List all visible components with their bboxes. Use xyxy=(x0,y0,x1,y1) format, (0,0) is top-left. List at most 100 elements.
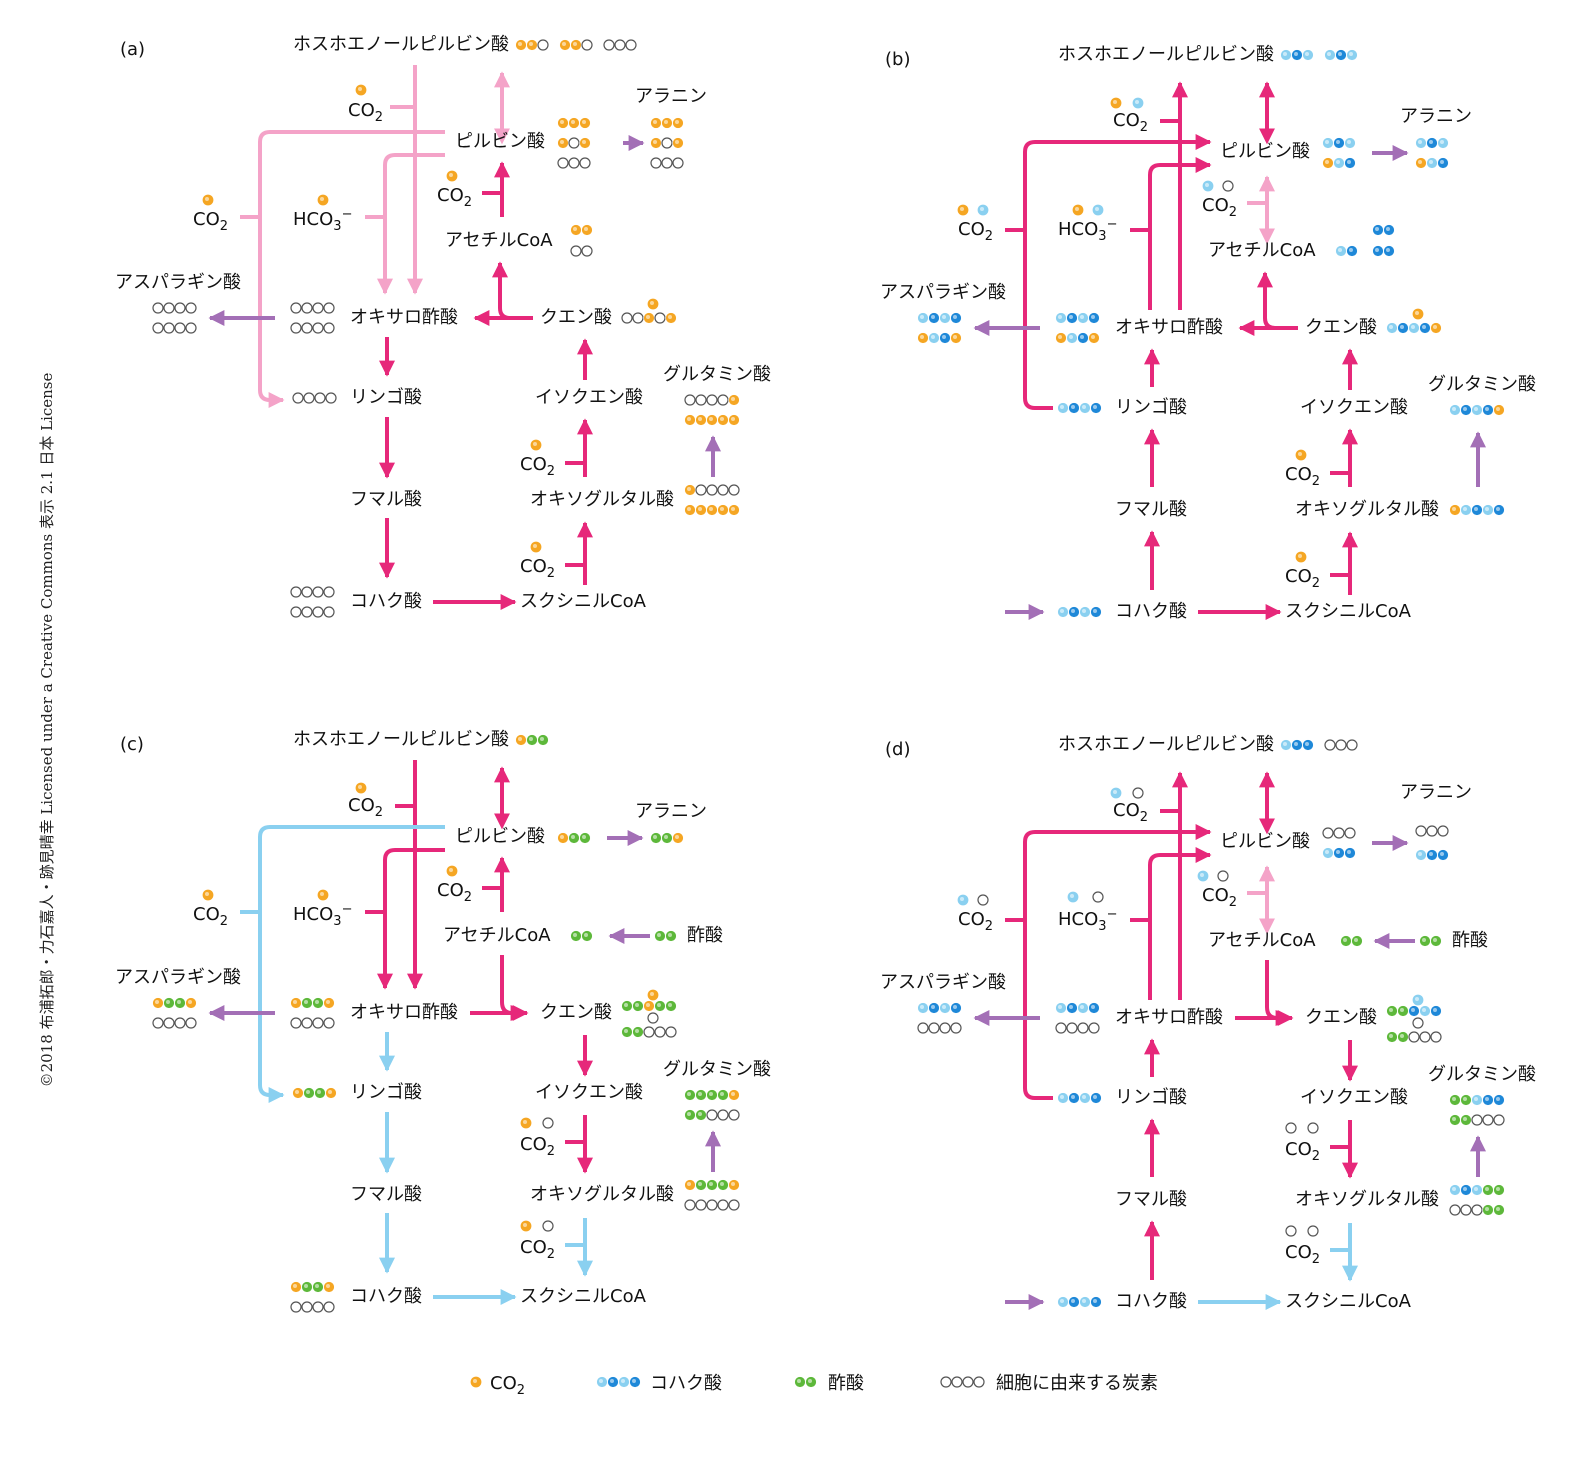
oaa-pyr-arrow xyxy=(1148,847,1212,1000)
carbon-circle xyxy=(185,322,197,334)
carbon-circles xyxy=(1372,224,1395,236)
node-asp: アスパラギン酸 xyxy=(115,272,241,293)
carbon-circle xyxy=(323,1301,335,1313)
node-akg: オキソグルタル酸 xyxy=(1295,1189,1439,1210)
carbon-circles xyxy=(557,832,591,844)
carbon-circle xyxy=(940,1376,952,1388)
carbon-circle xyxy=(303,392,315,404)
co2-label: CO2 xyxy=(1113,110,1148,135)
co2-label-text: CO2 xyxy=(520,1134,555,1159)
legend-acetate-icon xyxy=(794,1376,817,1388)
carbon-circles xyxy=(1372,245,1395,257)
carbon-circles xyxy=(290,606,335,618)
co2-label: CO2 xyxy=(520,556,555,581)
panel-label: (c) xyxy=(120,734,144,755)
co2-label: CO2 xyxy=(1285,1139,1320,1164)
co2-label: CO2 xyxy=(437,880,472,905)
carbon-circles xyxy=(1055,1022,1100,1034)
carbon-circle xyxy=(661,157,673,169)
carbon-circle xyxy=(1055,1022,1067,1034)
carbon-circle xyxy=(717,1109,729,1121)
node-icit: イソクエン酸 xyxy=(535,1082,643,1103)
carbon-circles xyxy=(152,302,197,314)
carbon-circles xyxy=(290,1281,335,1293)
node-scoa: スクシニルCoA xyxy=(1285,601,1412,622)
co2-label: CO2 xyxy=(520,1134,555,1159)
co2-label: CO2 xyxy=(1285,1242,1320,1267)
legend-succinate-icon xyxy=(596,1376,641,1388)
node-glu: グルタミン酸 xyxy=(663,364,771,385)
legend-succinate-label: コハク酸 xyxy=(650,1373,722,1394)
carbon-circle xyxy=(557,157,569,169)
co2-label-text: CO2 xyxy=(520,556,555,581)
carbon-circles xyxy=(684,414,740,426)
carbon-circle xyxy=(152,302,164,314)
carbon-circle xyxy=(292,392,304,404)
acoa-cit-arrow xyxy=(1265,960,1294,1026)
carbon-circles xyxy=(1055,1002,1100,1014)
carbon-circle xyxy=(1482,1114,1494,1126)
carbon-circles xyxy=(1386,1005,1442,1017)
carbon-circle xyxy=(568,137,580,149)
carbon-circle xyxy=(568,157,580,169)
panel-label: (a) xyxy=(120,39,145,60)
carbon-circle xyxy=(185,1017,197,1029)
carbon-circles xyxy=(1340,935,1363,947)
carbon-circle xyxy=(290,1301,302,1313)
co2-label: CO2 xyxy=(437,185,472,210)
carbon-circles xyxy=(1057,1296,1102,1308)
carbon-circle xyxy=(163,1017,175,1029)
cit-acoa-arrow xyxy=(492,261,533,320)
carbon-circle xyxy=(301,1017,313,1029)
pyr-mal-arrow xyxy=(258,130,445,408)
carbon-circles xyxy=(917,1002,962,1014)
carbon-circles xyxy=(650,137,684,149)
node-fum: フマル酸 xyxy=(350,1184,422,1205)
carbon-circles xyxy=(1280,49,1358,61)
pyr-oaa-arrow xyxy=(377,153,445,295)
node-fum: フマル酸 xyxy=(1115,1189,1187,1210)
legend-cellular-carbon-label: 細胞に由来する炭素 xyxy=(996,1373,1158,1394)
carbon-circles xyxy=(1415,157,1449,169)
co2-label: CO2 xyxy=(958,909,993,934)
carbon-circle xyxy=(1471,1114,1483,1126)
carbon-circle xyxy=(1285,1122,1297,1134)
carbon-circles xyxy=(290,1017,335,1029)
mal-pyr-arrow xyxy=(1023,824,1212,1100)
carbon-circles xyxy=(290,1301,335,1313)
carbon-circle xyxy=(301,322,313,334)
co2-label-text: CO2 xyxy=(520,1237,555,1262)
carbon-circle xyxy=(654,1026,666,1038)
carbon-circle xyxy=(1066,1022,1078,1034)
carbon-circle xyxy=(1471,1204,1483,1216)
node-oaa: オキサロ酢酸 xyxy=(1115,1007,1223,1028)
carbon-circle xyxy=(684,1199,696,1211)
carbon-circle xyxy=(312,606,324,618)
node-mal: リンゴ酸 xyxy=(1115,1087,1187,1108)
node-cit: クエン酸 xyxy=(1305,317,1377,338)
carbon-circle xyxy=(1132,787,1144,799)
carbon-circle xyxy=(312,302,324,314)
carbon-circles xyxy=(1449,1184,1505,1196)
co2-label-text: CO2 xyxy=(1202,885,1237,910)
node-pyr: ピルビン酸 xyxy=(1220,141,1310,162)
node-scoa: スクシニルCoA xyxy=(520,591,647,612)
carbon-circle xyxy=(1285,1225,1297,1237)
carbon-circles xyxy=(1057,402,1102,414)
carbon-circle xyxy=(312,1017,324,1029)
node-akg: オキソグルタル酸 xyxy=(1295,499,1439,520)
node-cit: クエン酸 xyxy=(540,307,612,328)
node-glu: グルタミン酸 xyxy=(1428,1064,1536,1085)
carbon-circles xyxy=(684,1179,740,1191)
node-akg: オキソグルタル酸 xyxy=(530,1184,674,1205)
carbon-circle xyxy=(654,312,666,324)
carbon-circles xyxy=(557,157,591,169)
carbon-circle xyxy=(290,322,302,334)
carbon-circle xyxy=(152,322,164,334)
carbon-circles xyxy=(290,302,335,314)
carbon-circle xyxy=(717,394,729,406)
node-pyr: ピルビン酸 xyxy=(455,826,545,847)
carbon-circle xyxy=(185,302,197,314)
hco3-label: HCO3− xyxy=(1058,907,1117,934)
